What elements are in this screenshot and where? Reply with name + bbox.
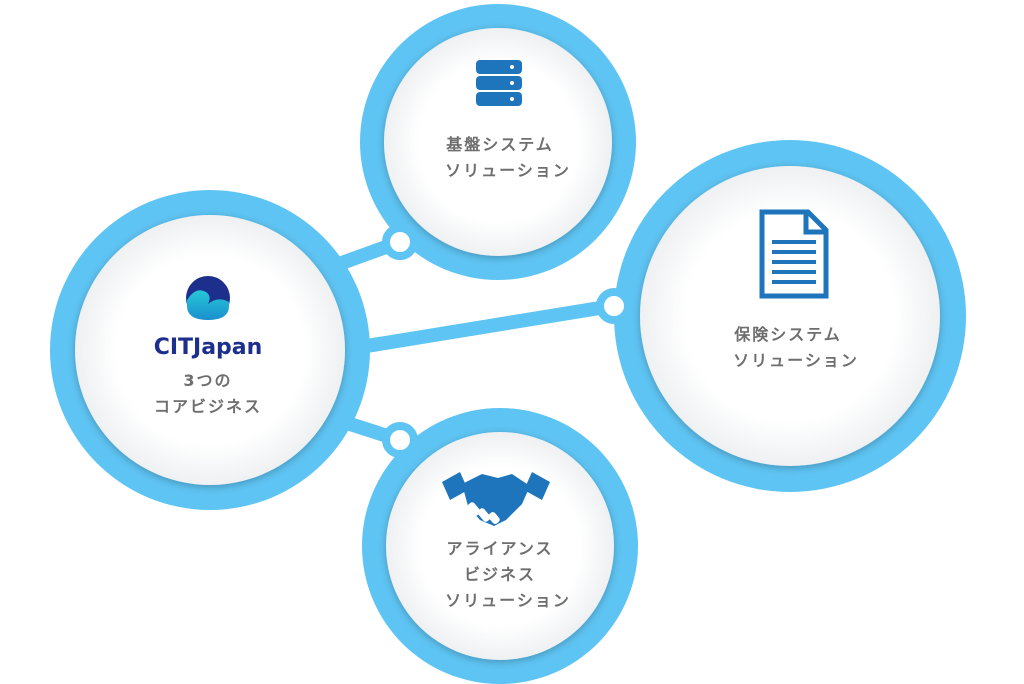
infrastructure-label-line-2: ソリューション (445, 161, 571, 180)
node-insurance: 保険システム ソリューション (614, 140, 966, 492)
alliance-inner-circle (386, 432, 614, 660)
cit-logo: CITJapan (154, 276, 263, 360)
joint-insurance (596, 288, 632, 324)
center-node: CITJapan 3つの コアビジネス (50, 190, 370, 510)
center-inner-circle (75, 215, 345, 485)
connector-insurance (323, 299, 619, 359)
center-label-line-1: 3つの (183, 371, 232, 390)
alliance-label-line-1: アライアンス (446, 539, 553, 558)
insurance-inner-circle (640, 166, 940, 466)
center-label-line-2: コアビジネス (154, 397, 262, 416)
joint-alliance (382, 422, 418, 458)
node-infrastructure: 基盤システム ソリューション (360, 4, 636, 280)
infrastructure-label-line-1: 基盤システム (445, 135, 554, 154)
cit-logo-text: CITJapan (154, 335, 263, 360)
handshake-icon (442, 472, 550, 526)
document-icon (759, 209, 829, 299)
alliance-label-line-2: ビジネス (464, 565, 536, 584)
cit-logo-wave-icon (187, 290, 229, 320)
insurance-label-line-1: 保険システム (733, 325, 842, 344)
insurance-label-line-2: ソリューション (733, 351, 859, 370)
infrastructure-inner-circle (384, 28, 612, 256)
node-alliance: アライアンス ビジネス ソリューション (362, 408, 638, 684)
joint-infrastructure (382, 224, 418, 260)
database-icon (476, 60, 522, 106)
alliance-label-line-3: ソリューション (445, 591, 571, 610)
connector-joints (382, 224, 632, 458)
